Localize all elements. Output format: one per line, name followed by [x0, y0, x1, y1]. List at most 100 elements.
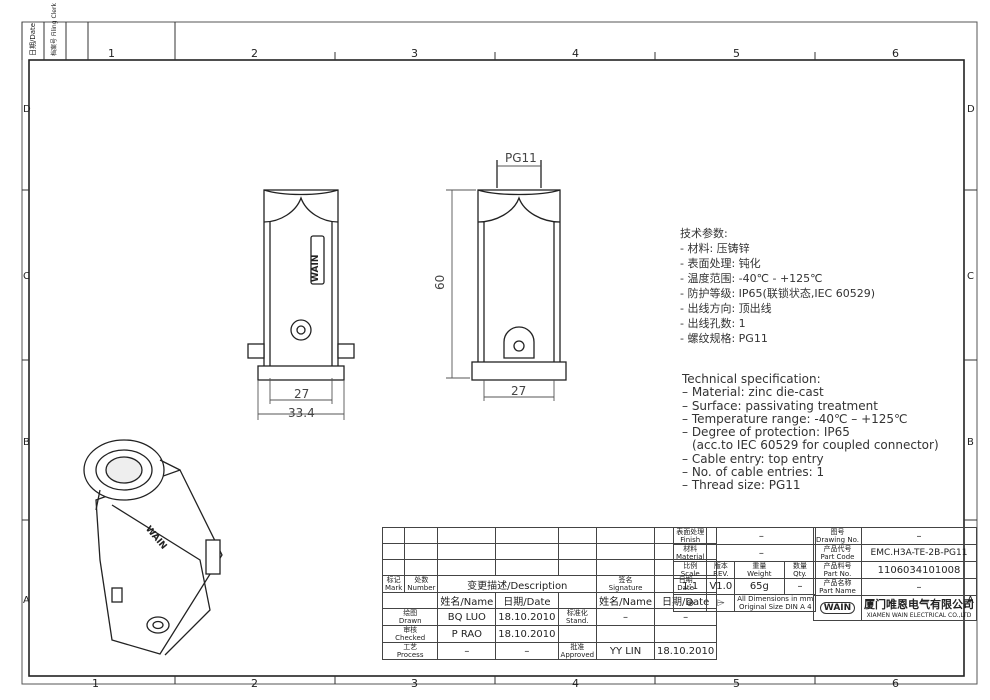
spec-en-heading: Technical specification:: [682, 372, 821, 386]
part-no-value: 1106034101008: [860, 561, 977, 579]
part-name-value: –: [860, 578, 977, 596]
spec-cn-line: - 防护等级: IP65(联锁状态,IEC 60529): [680, 287, 875, 300]
filing-corner-cell: 档案号 Filing Clerk: [51, 3, 58, 56]
date-corner-cell: 日期/Date: [29, 22, 37, 56]
spec-cn-line: - 温度范围: -40℃ - +125℃: [680, 272, 823, 285]
scale-value: 1:1: [672, 578, 708, 595]
front-logo: WAIN: [311, 254, 321, 282]
spec-en-line: – Temperature range: -40℃ – +125℃: [682, 411, 908, 426]
spec-en-line: – Cable entry: top entry: [682, 451, 824, 466]
front-view: [247, 189, 355, 381]
spec-cn-line: - 表面处理: 钝化: [680, 257, 761, 270]
drawing-no-value: –: [860, 527, 977, 545]
name-col-header: 姓名/Name: [437, 592, 497, 609]
zone-5-bottom: 5: [733, 677, 740, 690]
date-col-header: 日期/Date: [495, 592, 559, 609]
zone-5-top: 5: [733, 47, 740, 60]
dim-thread-top: PG11: [505, 151, 537, 165]
zone-6-bottom: 6: [892, 677, 899, 690]
drawn-date: 18.10.2010: [495, 608, 559, 626]
company-logo: WAIN: [813, 595, 862, 621]
zone-2-top: 2: [251, 47, 258, 60]
name-col-header-2: 姓名/Name: [596, 592, 655, 609]
zone-d-left: D: [23, 104, 31, 115]
checked-name: P RAO: [437, 625, 497, 643]
approved-name: YY LIN: [596, 642, 655, 660]
isometric-view: [83, 439, 223, 656]
zone-1-bottom: 1: [92, 677, 99, 690]
zone-2-bottom: 2: [251, 677, 258, 690]
zone-1-top: 1: [108, 47, 115, 60]
spec-cn-line: - 材料: 压铸锌: [680, 242, 750, 255]
cone-symbol-icon: ⌲: [706, 594, 736, 612]
spec-en-line: – Surface: passivating treatment: [682, 398, 878, 413]
part-code-value: EMC.H3A-TE-2B-PG11: [860, 544, 977, 562]
zone-d-right: D: [967, 104, 975, 115]
spec-cn-line: - 出线方向: 顶出线: [680, 302, 772, 315]
zone-a-left: A: [23, 595, 30, 606]
zone-c-right: C: [967, 271, 974, 282]
spec-cn-line: - 出线孔数: 1: [680, 317, 746, 330]
spec-en-line: – Degree of protection: IP65: [682, 425, 850, 440]
finish-value: –: [706, 527, 817, 545]
zone-3-top: 3: [411, 47, 418, 60]
description-header: 变更描述/Description: [437, 575, 598, 593]
process-name: –: [437, 642, 497, 660]
checked-date: 18.10.2010: [495, 625, 559, 643]
spec-cn-line: - 螺纹规格: PG11: [680, 332, 768, 345]
projection-symbol-icon: ⊕: [672, 594, 708, 612]
qty-value: –: [783, 578, 817, 595]
dim-width-outer: 33.4: [288, 406, 315, 420]
zone-c-left: C: [23, 271, 30, 282]
spec-cn-heading: 技术参数:: [680, 227, 728, 240]
zone-b-left: B: [23, 437, 30, 448]
spec-en-line: – Thread size: PG11: [682, 478, 801, 493]
dim-width-side: 27: [511, 384, 527, 398]
weight-value: 65g: [734, 578, 785, 595]
stand-name: –: [596, 608, 655, 626]
spec-en-line: – No. of cable entries: 1: [682, 465, 825, 480]
spec-en-line: – Material: zinc die-cast: [682, 385, 824, 400]
drawn-name: BQ LUO: [437, 608, 497, 626]
spec-en-line: (acc.to IEC 60529 for coupled connector): [692, 438, 939, 453]
zone-4-bottom: 4: [572, 677, 579, 690]
material-value: –: [706, 544, 817, 562]
spec-en-block: Technical specification: – Material: zin…: [682, 372, 939, 493]
dim-width-inner: 27: [294, 387, 310, 401]
rev-value: V1.0: [706, 578, 736, 595]
zone-b-right: B: [967, 437, 974, 448]
process-date: –: [495, 642, 559, 660]
zone-4-top: 4: [572, 47, 579, 60]
approved-date: 18.10.2010: [653, 642, 718, 660]
zone-3-bottom: 3: [411, 677, 418, 690]
dimension-lines: [257, 165, 555, 420]
dim-height: 60: [433, 274, 447, 290]
zone-6-top: 6: [892, 47, 899, 60]
side-view: [471, 160, 567, 381]
spec-cn-block: 技术参数: - 材料: 压铸锌 - 表面处理: 钝化 - 温度范围: -40℃ …: [680, 226, 875, 346]
